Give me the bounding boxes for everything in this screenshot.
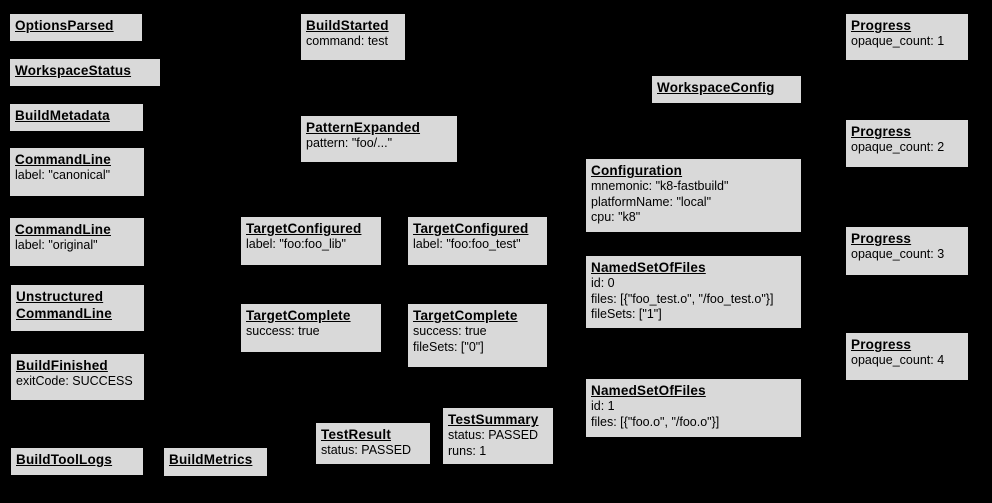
node-title: BuildStarted: [306, 18, 389, 33]
node-title: BuildMetrics: [169, 452, 253, 467]
node-field: cpu: "k8": [591, 210, 641, 224]
node-field: opaque_count: 2: [851, 140, 945, 154]
node-field: id: 0: [591, 276, 615, 290]
node-field: platformName: "local": [591, 194, 712, 209]
node-title: TargetComplete: [246, 308, 351, 323]
node-field: label: "foo:foo_test": [413, 237, 521, 251]
node-field: status: PASSED: [321, 443, 412, 457]
node-field: id: 1: [591, 399, 615, 413]
node-title: TestSummary: [448, 412, 539, 427]
node-title: PatternExpanded: [306, 120, 421, 135]
node-title: WorkspaceStatus: [15, 63, 132, 78]
node-field: status: PASSED: [448, 428, 539, 442]
node-title: TargetConfigured: [246, 221, 362, 236]
node-field: label: "canonical": [15, 168, 111, 182]
event-node-workspace-status: WorkspaceStatus: [9, 58, 161, 87]
node-title: Progress: [851, 231, 912, 246]
event-node-build-tool-logs: BuildToolLogs: [10, 447, 144, 476]
event-node-options-parsed: OptionsParsed: [9, 13, 143, 42]
node-field: files: [{"foo.o", "/foo.o"}]: [591, 414, 720, 429]
event-node-build-metrics: BuildMetrics: [163, 447, 268, 477]
node-title: Progress: [851, 124, 912, 139]
node-title: Unstructured CommandLine: [16, 289, 112, 321]
node-field: success: true: [246, 324, 320, 338]
node-title: WorkspaceConfig: [657, 80, 775, 95]
node-field: mnemonic: "k8-fastbuild": [591, 179, 729, 193]
node-title: BuildFinished: [16, 358, 108, 373]
node-field: files: [{"foo_test.o", "/foo_test.o"}]: [591, 291, 774, 306]
node-title: TargetConfigured: [413, 221, 529, 236]
node-field: opaque_count: 4: [851, 353, 945, 367]
event-node-unstructured-command-line: Unstructured CommandLine: [10, 284, 145, 332]
node-field: command: test: [306, 34, 388, 48]
node-field: opaque_count: 1: [851, 34, 945, 48]
node-title: Progress: [851, 18, 912, 33]
node-title: BuildMetadata: [15, 108, 110, 123]
event-node-workspace-config: WorkspaceConfig: [651, 75, 802, 104]
node-title: BuildToolLogs: [16, 452, 113, 467]
node-field: exitCode: SUCCESS: [16, 374, 133, 388]
node-title: Configuration: [591, 163, 683, 178]
node-field: success: true: [413, 324, 487, 338]
node-title: CommandLine: [15, 222, 111, 237]
node-title: TestResult: [321, 427, 392, 442]
node-title: TargetComplete: [413, 308, 518, 323]
node-field: runs: 1: [448, 443, 487, 458]
node-field: label: "foo:foo_lib": [246, 237, 346, 251]
node-field: fileSets: ["0"]: [413, 339, 484, 354]
node-title: OptionsParsed: [15, 18, 114, 33]
event-node-build-metadata: BuildMetadata: [9, 103, 144, 132]
node-field: pattern: "foo/...": [306, 136, 393, 150]
node-title: Progress: [851, 337, 912, 352]
node-field: label: "original": [15, 238, 98, 252]
node-field: opaque_count: 3: [851, 247, 945, 261]
node-title: NamedSetOfFiles: [591, 260, 706, 275]
node-field: fileSets: ["1"]: [591, 307, 662, 321]
node-title: CommandLine: [15, 152, 111, 167]
node-title: NamedSetOfFiles: [591, 383, 706, 398]
